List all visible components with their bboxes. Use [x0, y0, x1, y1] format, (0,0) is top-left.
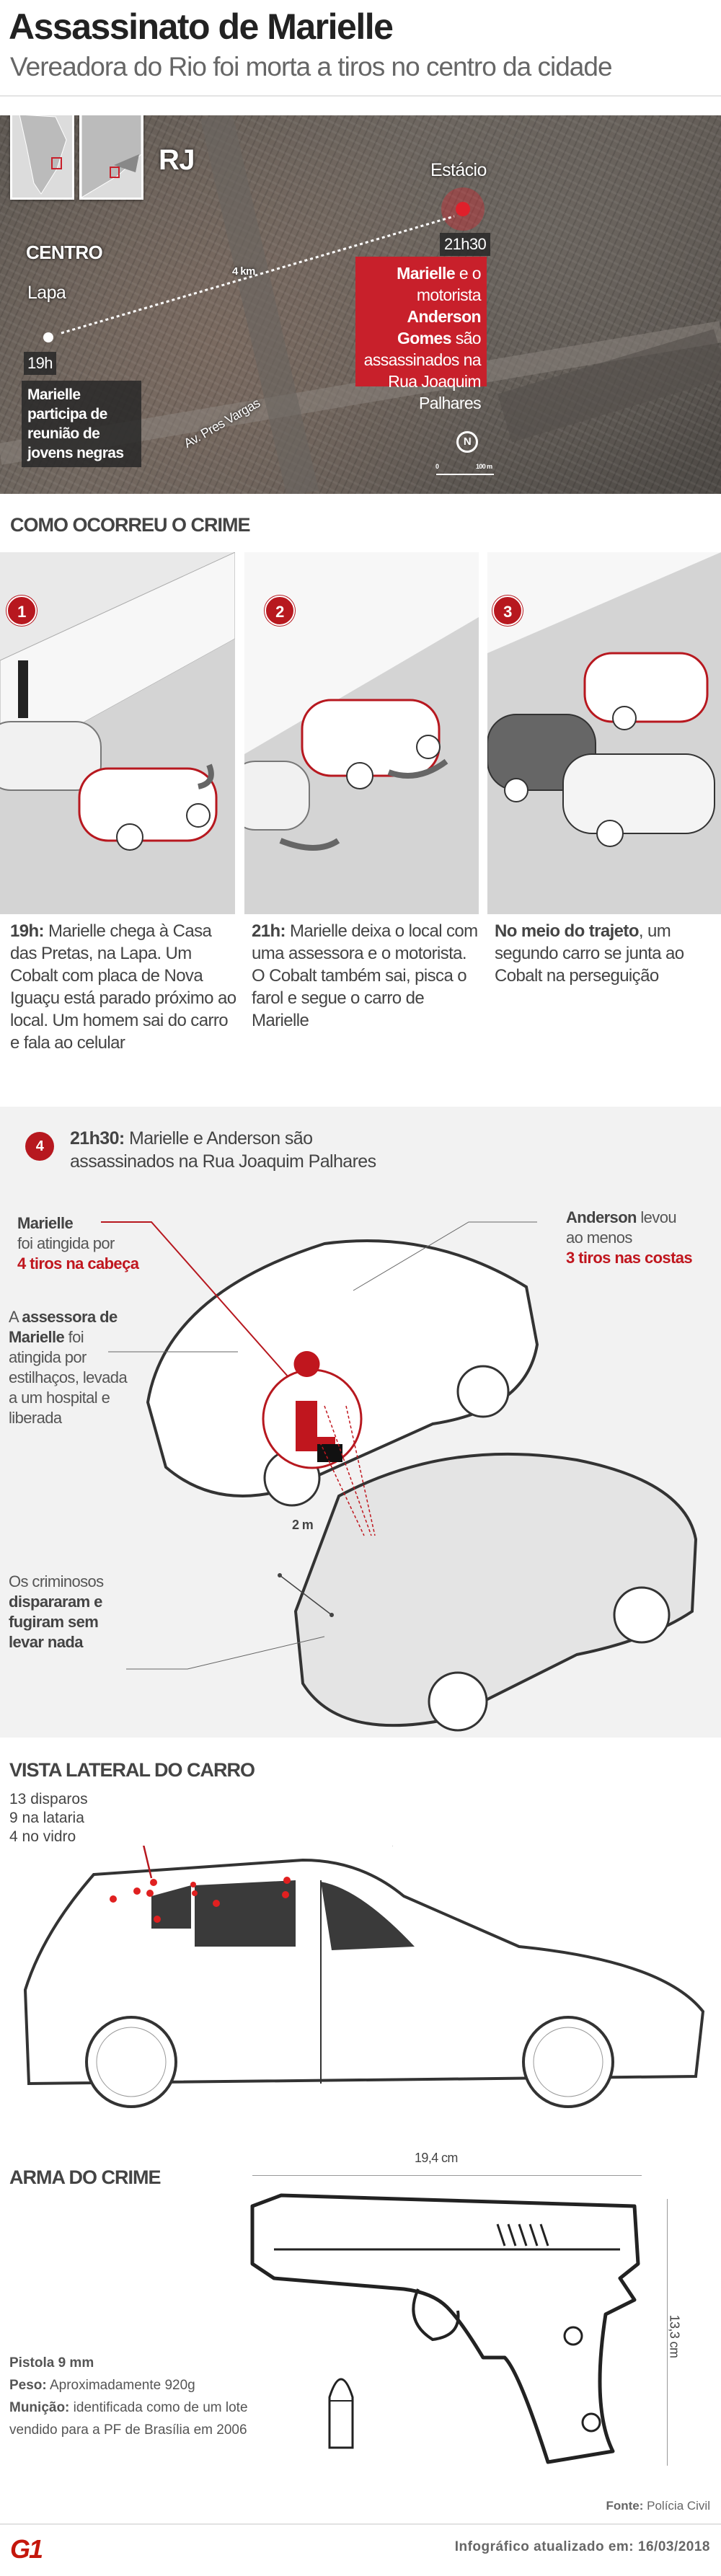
step-description: , um segundo carro se junta ao Cobalt na…	[495, 921, 684, 986]
end-time: 21h30	[440, 233, 491, 256]
attack-time: 21h30:	[70, 1128, 125, 1148]
source: Fonte: Polícia Civil	[606, 2499, 710, 2513]
step-2-text: 21h: Marielle deixa o local com uma asse…	[252, 920, 479, 1032]
attack-illustration	[101, 1221, 698, 1732]
step-1-illustration: 1	[0, 552, 235, 914]
estacio-label: Estácio	[430, 160, 487, 180]
start-event: Marielle participa de reunião de jovens …	[22, 381, 141, 467]
lapa-label: Lapa	[27, 283, 66, 303]
callout-name: assessora de Marielle	[9, 1308, 118, 1346]
state-label: RJ	[159, 144, 195, 176]
page-title: Assassinato de Marielle	[9, 6, 394, 47]
step-number-badge: 2	[265, 596, 295, 626]
shots-summary: 13 disparos 9 na lataria 4 no vidro	[9, 1790, 88, 1846]
state-inset-map	[79, 115, 143, 200]
shots-total: 13 disparos	[9, 1791, 88, 1807]
ammo-value: identificada como de um lote vendido par…	[9, 2400, 248, 2438]
update-info: Infográfico atualizado em: 16/03/2018	[455, 2539, 710, 2555]
marielle-callout: Marielle foi atingida por 4 tiros na cabeç…	[17, 1213, 162, 1274]
step-3-illustration: 3	[487, 552, 721, 914]
callout-bold: dispararam e fugiram sem levar nada	[9, 1593, 102, 1651]
updated-date: 16/03/2018	[634, 2539, 710, 2554]
height-dimension-line	[667, 2199, 668, 2466]
shots-body: 9 na lataria	[9, 1810, 84, 1826]
step-3-text: No meio do trajeto, um segundo carro se …	[495, 920, 711, 987]
victim-name: Marielle	[397, 264, 456, 283]
aerial-map: RJ CENTRO Lapa Estácio 4 km 19h Marielle…	[0, 115, 721, 494]
ammo-label: Munição:	[9, 2400, 70, 2415]
callout-name: Marielle	[17, 1214, 74, 1232]
weapon-specs: Pistola 9 mm Peso: Aproximadamente 920g …	[9, 2352, 269, 2441]
assessora-callout: A assessora de Marielle foi atingida por…	[9, 1307, 135, 1428]
source-value: Polícia Civil	[643, 2499, 710, 2513]
step-number-badge: 3	[492, 596, 523, 626]
page-subtitle: Vereadora do Rio foi morta a tiros no ce…	[10, 52, 613, 81]
callout-hits: 3 tiros nas costas	[566, 1249, 693, 1267]
callout-text: foi atingida por	[17, 1234, 115, 1252]
scale-bar	[436, 474, 494, 475]
step-1-text: 19h: Marielle chega à Casa das Pretas, n…	[10, 920, 237, 1054]
divider	[0, 95, 721, 97]
pistol-illustration	[250, 2193, 640, 2464]
attack-heading: 21h30: Marielle e Anderson são assassina…	[70, 1127, 409, 1173]
section-title-side-view: VISTA LATERAL DO CARRO	[9, 1759, 255, 1781]
callout-name: Anderson	[566, 1208, 637, 1226]
weight-value: Aproximadamente 920g	[46, 2378, 195, 2393]
step-description: Marielle deixa o local com uma assessora…	[252, 921, 478, 1030]
start-time: 19h	[24, 352, 56, 375]
step-time: 21h:	[252, 921, 286, 941]
source-label: Fonte:	[606, 2499, 644, 2513]
scale-start: 0	[435, 463, 439, 470]
end-event: Marielle e o motorista Anderson Gomes sã…	[355, 257, 487, 412]
callout-text: A	[9, 1308, 22, 1326]
step-description: Marielle chega à Casa das Pretas, na Lap…	[10, 921, 236, 1053]
north-compass-icon: N	[456, 431, 478, 453]
callout-text: foi atingida por estilhaços, levada a um…	[9, 1328, 128, 1427]
driver-name: Anderson Gomes	[397, 307, 482, 348]
step-2-illustration: 2	[244, 552, 479, 914]
callout-text: levou	[636, 1208, 676, 1226]
updated-label: Infográfico atualizado em:	[454, 2539, 634, 2554]
event-text: e o motorista	[416, 264, 482, 304]
attack-section: 4 21h30: Marielle e Anderson são assassi…	[0, 1107, 721, 1738]
step-time: No meio do trajeto	[495, 921, 639, 941]
section-title-how: COMO OCORREU O CRIME	[10, 514, 251, 536]
callout-text: ao menos	[566, 1229, 632, 1247]
g1-logo: G1	[10, 2534, 43, 2564]
shots-glass: 4 no vidro	[9, 1828, 76, 1845]
attack-description: Marielle e Anderson são assassinados na …	[70, 1128, 376, 1172]
criminals-callout: Os criminosos dispararam e fugiram sem l…	[9, 1572, 124, 1652]
divider	[0, 2523, 721, 2525]
step-number-badge: 4	[25, 1132, 54, 1161]
weight-label: Peso:	[9, 2378, 47, 2393]
weapon-name: Pistola 9 mm	[9, 2355, 94, 2371]
distance-label: 2 m	[292, 1518, 314, 1532]
side-view-car-illustration	[23, 1846, 705, 2108]
distance-label: 4 km	[232, 265, 255, 278]
weapon-width: 19,4 cm	[415, 2151, 458, 2165]
callout-hits: 4 tiros na cabeça	[17, 1254, 139, 1272]
centro-label: CENTRO	[26, 242, 103, 263]
south-america-inset-map	[10, 115, 74, 200]
step-number-badge: 1	[6, 596, 37, 626]
width-dimension-line	[252, 2175, 642, 2176]
scale-end: 100 m	[476, 463, 492, 470]
callout-text: Os criminosos	[9, 1572, 104, 1590]
bullet-icon	[328, 2378, 354, 2449]
event-text: são assassinados na Rua Joaquim Palhares	[363, 329, 482, 412]
step-time: 19h:	[10, 921, 45, 941]
section-title-weapon: ARMA DO CRIME	[9, 2166, 161, 2188]
weapon-height: 13,3 cm	[667, 2314, 682, 2358]
